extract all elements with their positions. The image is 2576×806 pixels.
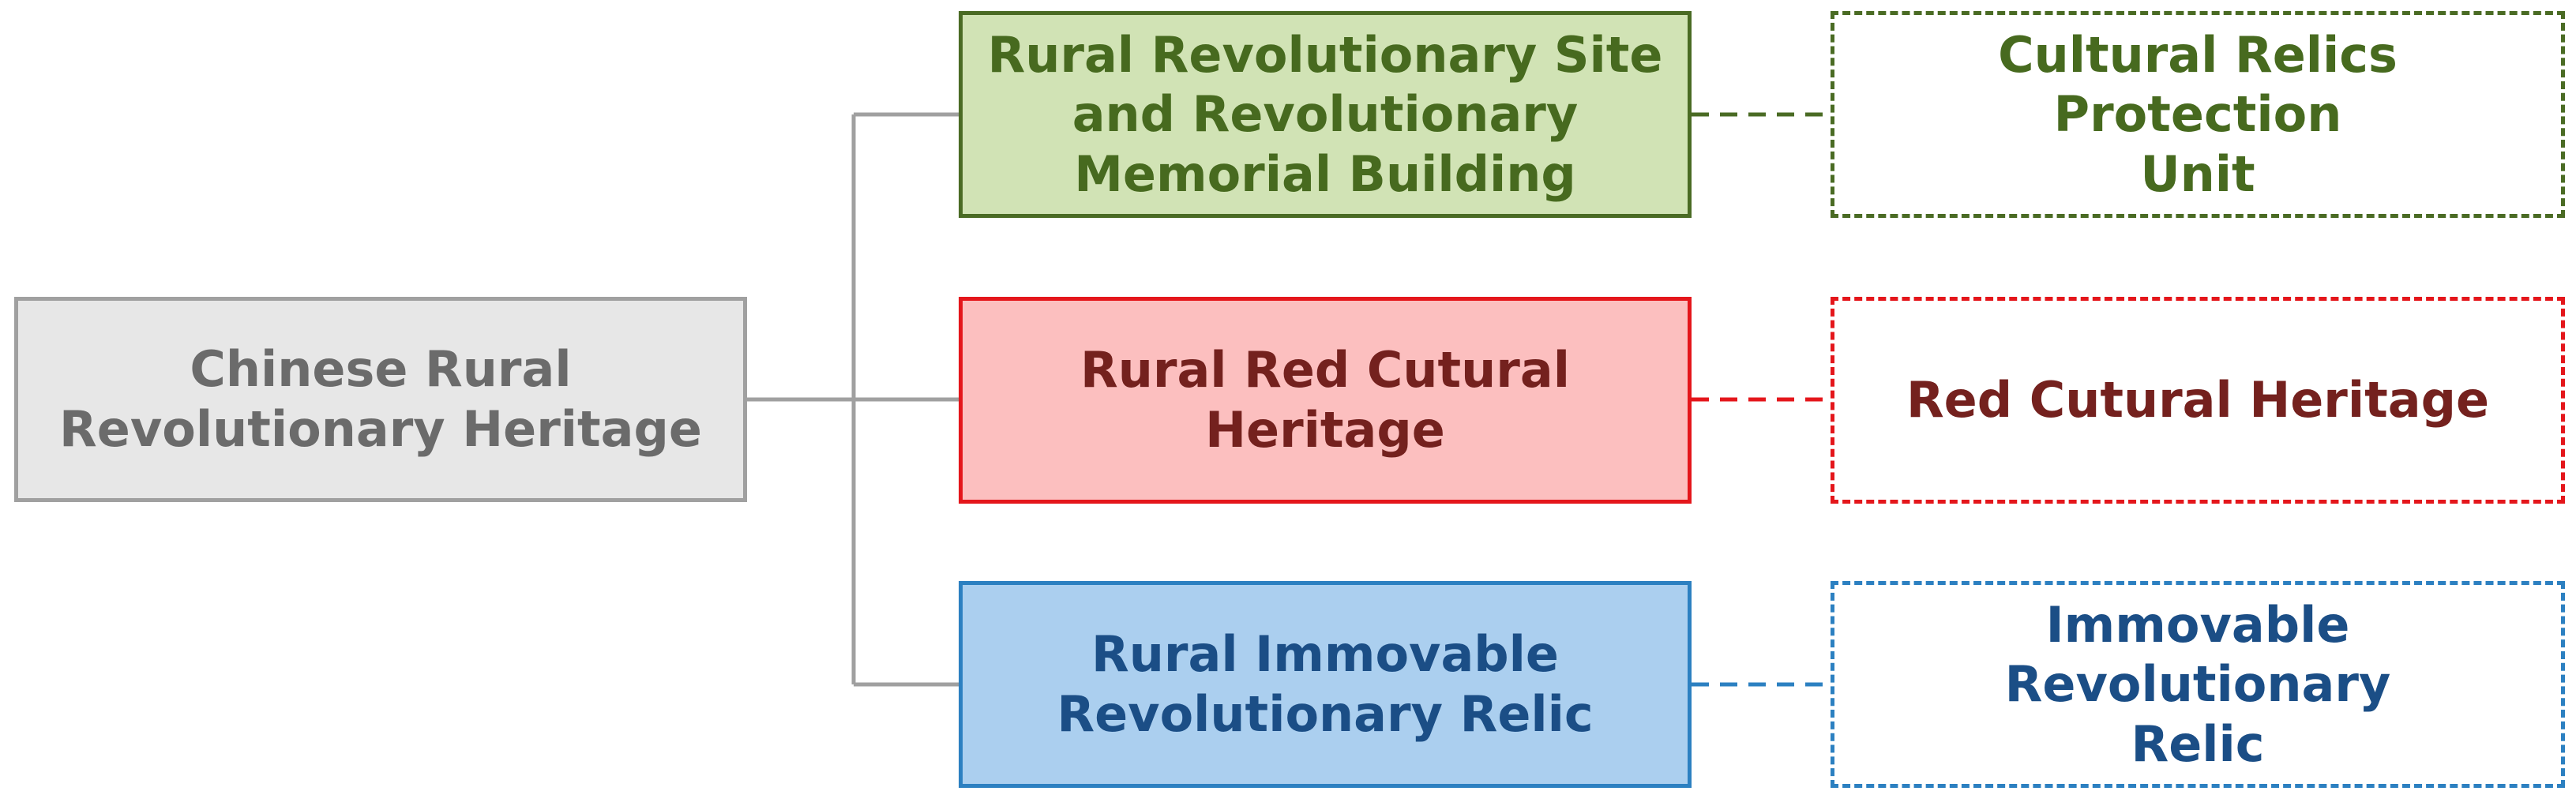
mapped-node-label-line: Red Cutural Heritage [1906, 371, 2490, 429]
node-label-line: Rural Immovable [1091, 625, 1559, 684]
root-node-chinese-rural-revolutionary-heritage: Chinese Rural Revolutionary Heritage [14, 297, 747, 502]
node-rural-immovable-revolutionary-relic: Rural Immovable Revolutionary Relic [959, 581, 1692, 788]
mapped-node-label-line: Immovable Revolutionary [2004, 595, 2391, 714]
node-label-line: Revolutionary Relic [1057, 685, 1594, 743]
mapped-node-label-line: Cultural Relics Protection [1998, 25, 2398, 144]
root-node-label-line2: Revolutionary Heritage [59, 400, 702, 458]
mapped-node-immovable-revolutionary-relic: Immovable Revolutionary Relic [1831, 581, 2565, 788]
mapped-node-label-line: Unit [2140, 144, 2255, 203]
mapped-node-red-cultural-heritage: Red Cutural Heritage [1831, 297, 2565, 504]
mapped-node-cultural-relics-protection-unit: Cultural Relics Protection Unit [1831, 11, 2565, 218]
node-label-line: and Revolutionary [1072, 85, 1579, 144]
node-label-line: Memorial Building [1074, 144, 1576, 203]
mapped-node-label-line: Relic [2131, 714, 2265, 773]
root-node-label-line1: Chinese Rural [190, 340, 572, 399]
node-label-line: Rural Revolutionary Site [987, 25, 1663, 84]
node-rural-revolutionary-site: Rural Revolutionary Site and Revolutiona… [959, 11, 1692, 218]
node-label-line: Rural Red Cutural Heritage [1080, 341, 1570, 459]
node-rural-red-cultural-heritage: Rural Red Cutural Heritage [959, 297, 1692, 504]
